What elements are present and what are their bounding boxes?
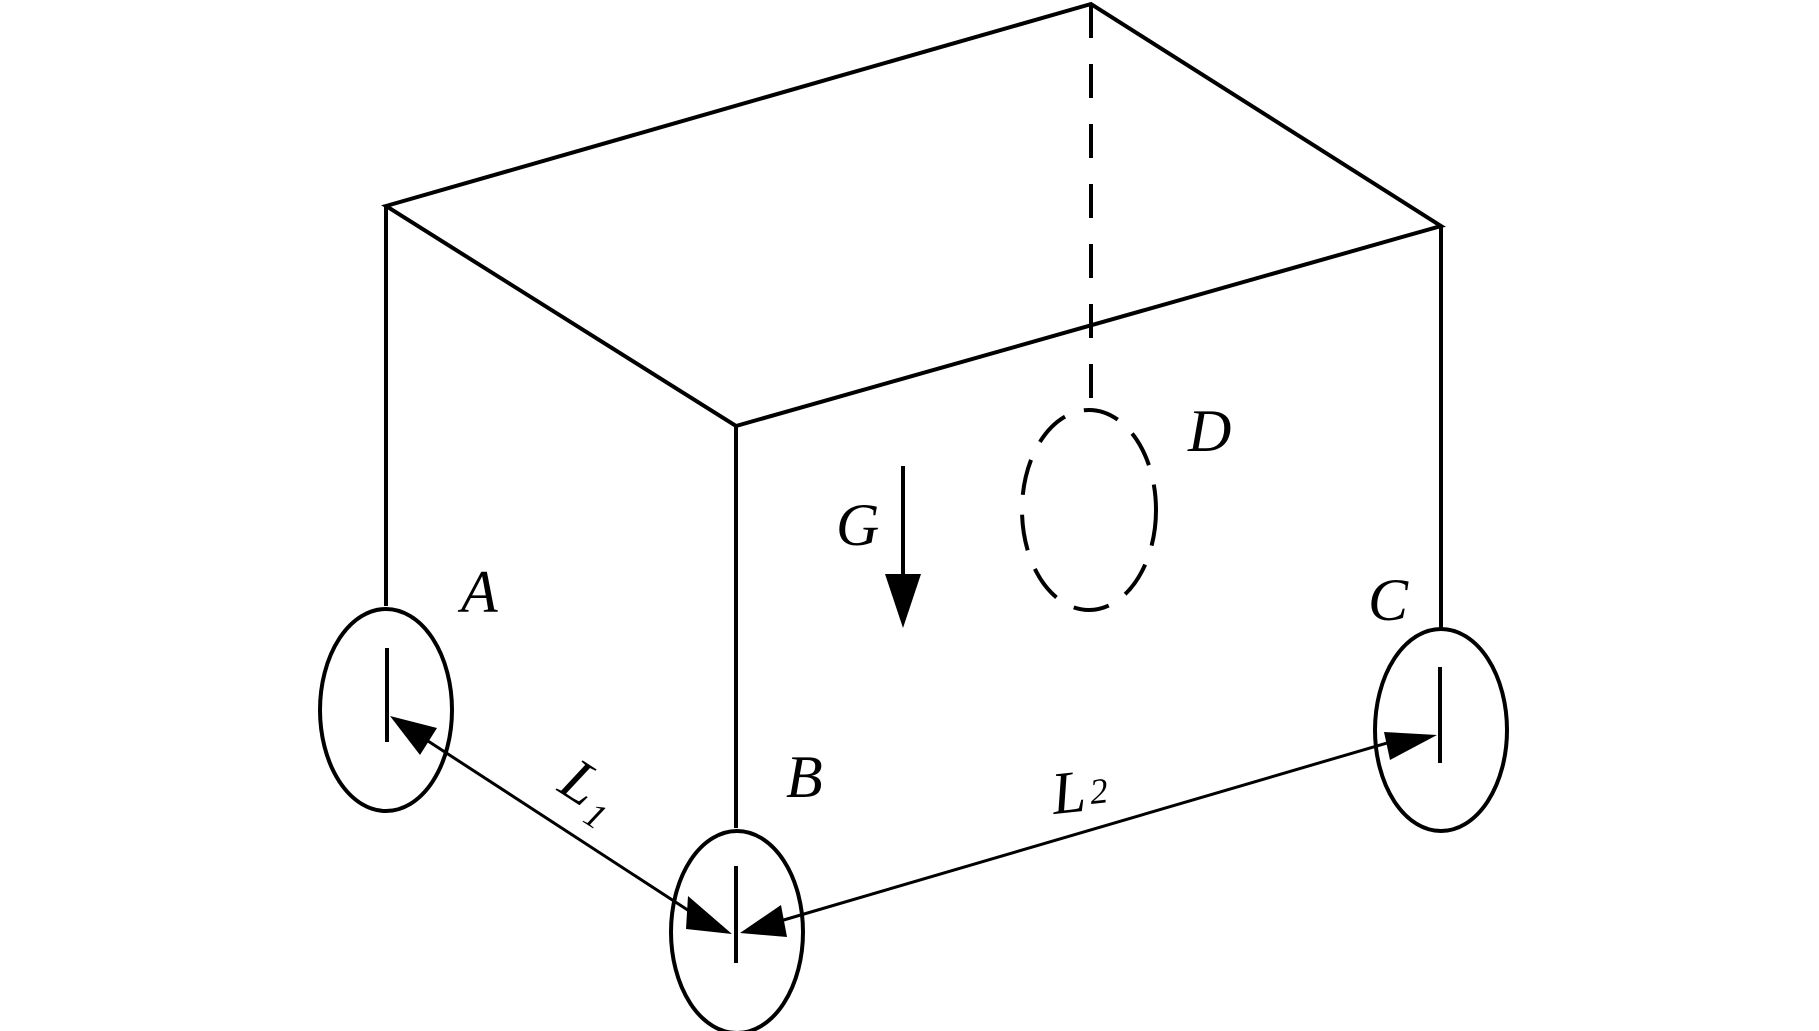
dimension-l1-arrow-start xyxy=(390,716,437,755)
dimension-l2-arrow-start xyxy=(740,905,787,937)
box-top-face xyxy=(381,1,1446,429)
label-d: D xyxy=(1187,398,1231,464)
dimension-l1-arrow-end xyxy=(686,896,732,934)
dimension-l2-line xyxy=(769,736,1405,926)
dimension-l2-arrow-end xyxy=(1384,732,1437,760)
label-l2: L 2 xyxy=(1047,758,1110,827)
label-c: C xyxy=(1368,567,1409,633)
wheel-d xyxy=(1020,408,1158,612)
label-l2-subscript: 2 xyxy=(1088,770,1110,812)
dimension-l1-line xyxy=(407,726,701,920)
label-g: G xyxy=(836,492,879,558)
label-l2-main: L xyxy=(1047,758,1088,827)
label-b: B xyxy=(786,744,823,810)
gravity-arrowhead xyxy=(885,574,921,628)
label-a: A xyxy=(457,559,498,625)
